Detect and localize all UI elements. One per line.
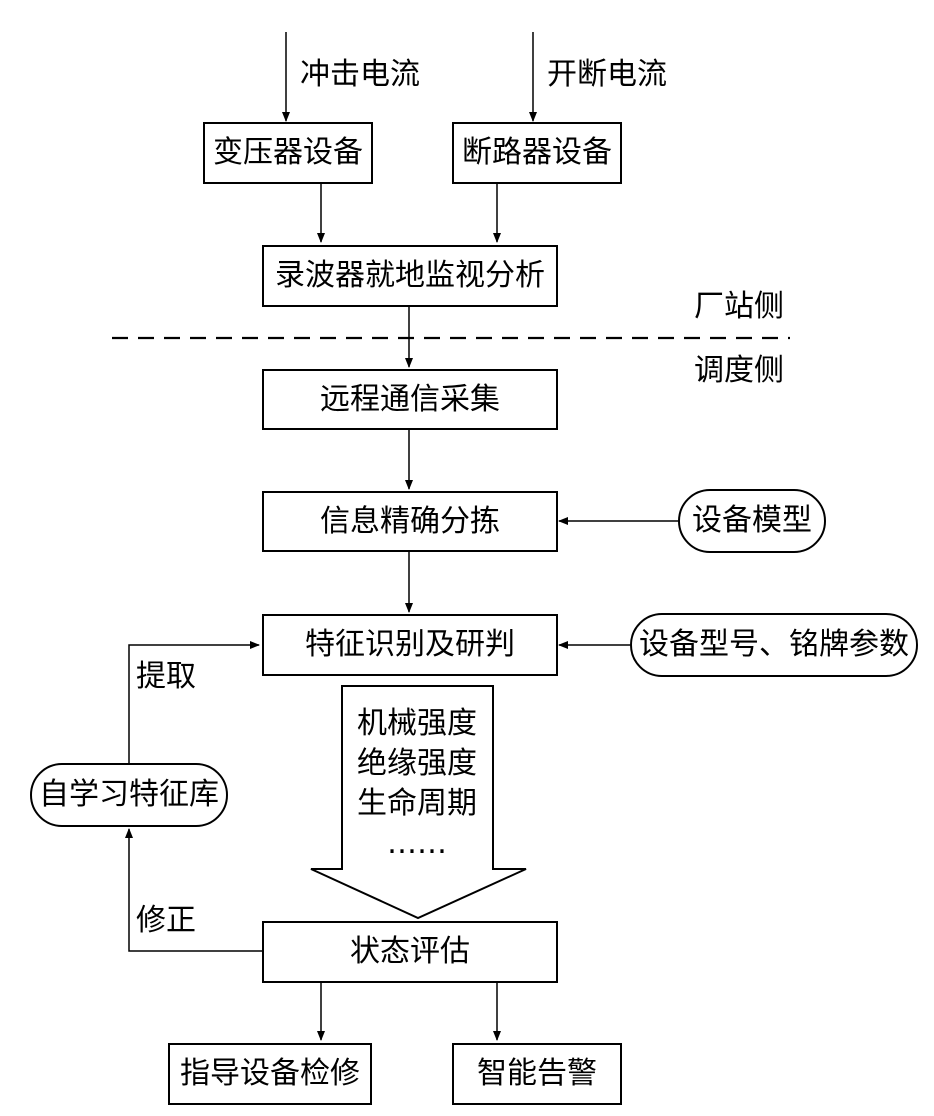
feature-item: 生命周期 <box>357 786 477 821</box>
inrush-current-label: 冲击电流 <box>300 57 420 92</box>
dispatch-side-label: 调度侧 <box>694 353 784 388</box>
info-sorting-box: 信息精确分拣 <box>262 491 558 552</box>
state-assessment-box: 状态评估 <box>262 921 558 983</box>
feature-library-pill: 自学习特征库 <box>30 763 228 827</box>
arrow-assessment-to-library <box>125 828 262 952</box>
device-model-pill: 设备模型 <box>678 489 826 553</box>
breaking-current-label: 开断电流 <box>547 57 667 92</box>
feature-item: 绝缘强度 <box>357 746 477 781</box>
feature-block-arrow <box>310 685 527 920</box>
correct-edge-label: 修正 <box>136 903 196 938</box>
transformer-device-box: 变压器设备 <box>203 122 373 184</box>
breaker-device-box: 断路器设备 <box>452 122 622 184</box>
remote-collection-box: 远程通信采集 <box>262 369 558 430</box>
feature-item: …… <box>387 826 447 861</box>
smart-alarm-box: 智能告警 <box>452 1043 622 1105</box>
extract-edge-label: 提取 <box>136 659 196 694</box>
maintenance-guidance-box: 指导设备检修 <box>168 1043 372 1105</box>
feature-judgement-box: 特征识别及研判 <box>262 614 558 676</box>
recorder-analysis-box: 录波器就地监视分析 <box>262 245 558 307</box>
feature-item: 机械强度 <box>357 706 477 741</box>
feature-list: 机械强度 绝缘强度 生命周期 …… <box>342 704 492 864</box>
plant-side-label: 厂站侧 <box>694 289 784 324</box>
arrow-library-to-judgement <box>128 641 260 763</box>
nameplate-params-pill: 设备型号、铭牌参数 <box>630 613 918 677</box>
